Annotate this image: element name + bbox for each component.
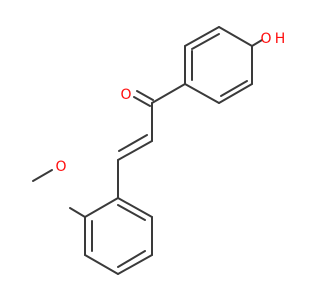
bond-ringB-6	[84, 197, 119, 218]
molecule-structure: O O H O	[0, 0, 300, 300]
hydroxyl-hydrogen-label: H	[275, 31, 286, 47]
methoxy-oxygen-label: O	[55, 159, 66, 175]
bond-ringA-inner-1	[220, 80, 248, 97]
ketone-oxygen-label: O	[120, 87, 131, 103]
hydroxyl-oxygen-label: O	[260, 31, 271, 47]
bond-c-ome	[69, 207, 86, 218]
bond-o-ch3	[32, 169, 53, 182]
molecule-diagram: O O H O	[0, 0, 300, 300]
bond-ringA-2	[218, 83, 253, 104]
bond-ringA-4	[218, 26, 253, 47]
bond-alkene-1	[117, 140, 153, 161]
bond-ringA-5	[184, 26, 220, 47]
bond-ringB-1	[117, 197, 153, 218]
atom-labels: O O H O	[55, 31, 285, 175]
bond-ringA-inner-2	[191, 33, 220, 50]
bond-ringB-4	[84, 254, 119, 275]
bond-ringB-inner-1	[117, 204, 146, 221]
bond-ringB-inner-2	[117, 250, 146, 268]
bonds	[32, 26, 263, 275]
bond-carbonyl-1	[136, 90, 154, 101]
bond-carbonyl-2	[133, 96, 151, 107]
bond-alkene-2	[118, 134, 148, 152]
bond-ringA-1	[184, 83, 220, 104]
bond-c-ringA	[151, 83, 186, 104]
methoxy-link-visible	[84, 216, 86, 218]
bond-c-oh	[251, 39, 263, 47]
bond-ringB-3	[117, 254, 153, 275]
background	[0, 0, 300, 300]
